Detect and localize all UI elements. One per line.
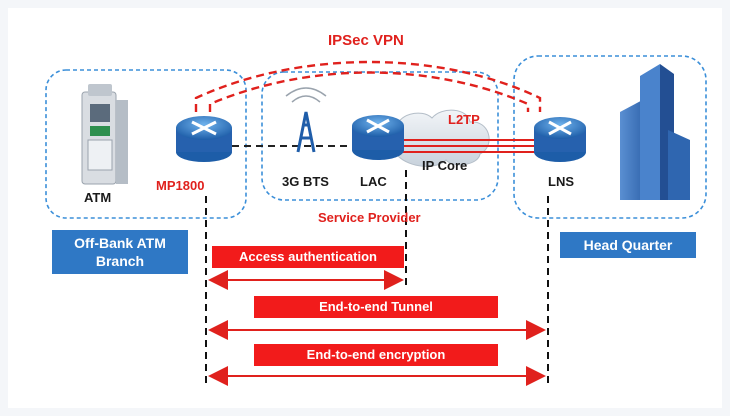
hq-region-label: Head Quarter xyxy=(560,232,696,258)
atm-icon xyxy=(81,84,128,185)
bts-label: 3G BTS xyxy=(282,174,329,189)
hq-region-outline xyxy=(513,55,707,219)
access-auth-bar: Access authentication xyxy=(212,246,404,268)
diagram-canvas xyxy=(8,8,722,408)
lns-label: LNS xyxy=(548,174,574,189)
mp1800-label: MP1800 xyxy=(156,178,205,193)
hq-building-icon xyxy=(620,64,690,200)
router-lns-icon xyxy=(534,117,586,162)
ipsec-vpn-title: IPSec VPN xyxy=(328,32,404,49)
lac-label: LAC xyxy=(360,174,387,189)
router-lac-icon xyxy=(352,115,404,160)
l2tp-label: L2TP xyxy=(448,112,480,127)
atm-label: ATM xyxy=(84,190,112,205)
router-mp1800-icon xyxy=(176,116,232,162)
ipsec-tunnel-arc-inner xyxy=(208,71,530,112)
bts-tower-icon xyxy=(285,87,327,153)
encryption-bar: End-to-end encryption xyxy=(254,344,498,366)
ip-core-label: IP Core xyxy=(422,158,468,173)
branch-region-outline xyxy=(45,69,247,219)
ipsec-tunnel-arc-outer xyxy=(194,60,542,112)
branch-region-label: Off-Bank ATM Branch xyxy=(52,230,188,274)
service-provider-label: Service Provider xyxy=(318,210,421,225)
tunnel-bar: End-to-end Tunnel xyxy=(254,296,498,318)
provider-region-outline xyxy=(261,71,499,201)
